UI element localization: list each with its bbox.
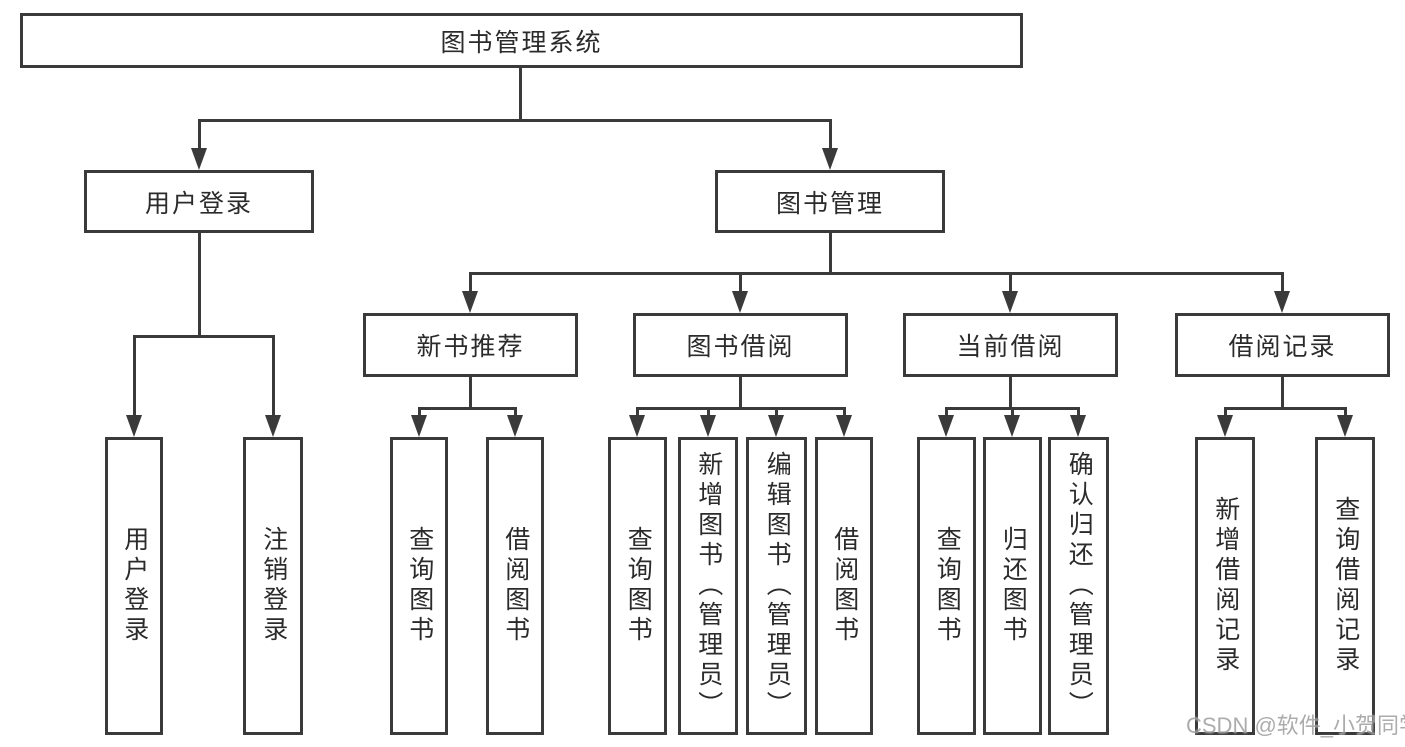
connector-vline [1009, 377, 1012, 410]
arrowhead-icon [126, 415, 142, 437]
connector-hline [1224, 407, 1347, 410]
node-leaf-add-borrow-record-label: 新增借阅记录 [1211, 496, 1240, 676]
node-leaf-add-book-admin: 新增图书（管理员） [678, 437, 738, 735]
node-leaf-recommend-borrow-book: 借阅图书 [486, 437, 544, 735]
connector-vline [829, 119, 832, 154]
arrowhead-icon [1004, 415, 1020, 437]
connector-vline [945, 407, 948, 419]
node-root: 图书管理系统 [20, 13, 1023, 68]
node-book-management: 图书管理 [715, 170, 945, 233]
connector-hline [418, 407, 517, 410]
arrowhead-icon [1217, 415, 1233, 437]
node-leaf-edit-book-admin-label: 编辑图书（管理员） [763, 451, 792, 721]
connector-vline [707, 407, 710, 419]
node-borrow-record: 借阅记录 [1175, 313, 1390, 377]
node-user-login: 用户登录 [84, 170, 314, 233]
node-leaf-borrow-book: 借阅图书 [815, 437, 873, 735]
node-new-book-recommend-label: 新书推荐 [416, 333, 525, 361]
node-leaf-logout: 注销登录 [243, 437, 303, 735]
arrowhead-icon [462, 291, 478, 313]
connector-vline [1011, 407, 1014, 419]
node-leaf-recommend-query-book: 查询图书 [390, 437, 448, 735]
csdn-watermark: CSDN @软件_小贺同学 [1186, 713, 1405, 738]
connector-hline [469, 272, 1284, 275]
arrowhead-icon [1070, 415, 1086, 437]
connector-vline [739, 377, 742, 410]
connector-vline [1224, 407, 1227, 419]
node-leaf-current-query-book-label: 查询图书 [933, 526, 962, 646]
arrowhead-icon [191, 148, 207, 170]
node-leaf-borrow-query-book: 查询图书 [608, 437, 667, 735]
node-current-borrow: 当前借阅 [903, 313, 1118, 377]
node-leaf-confirm-return-admin-label: 确认归还（管理员） [1065, 451, 1094, 721]
arrowhead-icon [265, 415, 281, 437]
connector-vline [636, 407, 639, 419]
connector-vline [519, 68, 522, 121]
node-leaf-recommend-query-book-label: 查询图书 [405, 526, 434, 646]
node-book-management-label: 图书管理 [775, 189, 884, 218]
node-leaf-user-login: 用户登录 [105, 437, 163, 735]
connector-vline [1281, 377, 1284, 410]
node-borrow-record-label: 借阅记录 [1228, 333, 1337, 361]
connector-vline [775, 407, 778, 419]
node-leaf-borrow-book-label: 借阅图书 [830, 526, 859, 646]
arrowhead-icon [768, 415, 784, 437]
arrowhead-icon [507, 415, 523, 437]
node-leaf-return-book-label: 归还图书 [999, 526, 1028, 646]
connector-vline [829, 233, 832, 274]
connector-vline [739, 272, 742, 296]
connector-vline [514, 407, 517, 419]
node-leaf-add-borrow-record: 新增借阅记录 [1195, 437, 1255, 735]
arrowhead-icon [411, 415, 427, 437]
connector-vline [1077, 407, 1080, 419]
connector-vline [198, 233, 201, 337]
node-leaf-borrow-query-book-label: 查询图书 [624, 526, 653, 646]
node-user-login-label: 用户登录 [144, 189, 253, 218]
arrowhead-icon [822, 148, 838, 170]
node-book-borrow: 图书借阅 [633, 313, 848, 377]
node-leaf-recommend-borrow-book-label: 借阅图书 [501, 526, 530, 646]
node-current-borrow-label: 当前借阅 [956, 333, 1065, 361]
node-leaf-current-query-book: 查询图书 [917, 437, 976, 735]
node-leaf-query-borrow-record: 查询借阅记录 [1315, 437, 1375, 735]
connector-vline [1009, 272, 1012, 296]
connector-hline [133, 335, 275, 338]
connector-vline [418, 407, 421, 419]
node-leaf-confirm-return-admin: 确认归还（管理员） [1048, 437, 1109, 735]
node-root-label: 图书管理系统 [440, 28, 603, 57]
connector-vline [843, 407, 846, 419]
node-leaf-query-borrow-record-label: 查询借阅记录 [1331, 496, 1360, 676]
connector-hline [636, 407, 846, 410]
arrowhead-icon [732, 291, 748, 313]
connector-vline [272, 335, 275, 421]
arrowhead-icon [629, 415, 645, 437]
arrowhead-icon [1274, 291, 1290, 313]
node-leaf-return-book: 归还图书 [983, 437, 1042, 735]
connector-vline [1344, 407, 1347, 419]
connector-vline [469, 272, 472, 296]
node-leaf-add-book-admin-label: 新增图书（管理员） [694, 451, 723, 721]
arrowhead-icon [1337, 415, 1353, 437]
arrowhead-icon [836, 415, 852, 437]
connector-vline [1281, 272, 1284, 296]
node-new-book-recommend: 新书推荐 [363, 313, 578, 377]
node-leaf-user-login-label: 用户登录 [120, 526, 149, 646]
connector-vline [133, 335, 136, 421]
connector-vline [469, 377, 472, 410]
node-leaf-edit-book-admin: 编辑图书（管理员） [746, 437, 807, 735]
arrowhead-icon [938, 415, 954, 437]
arrowhead-icon [1002, 291, 1018, 313]
node-book-borrow-label: 图书借阅 [686, 333, 795, 361]
node-leaf-logout-label: 注销登录 [259, 526, 288, 646]
connector-hline [198, 119, 832, 122]
connector-vline [198, 119, 201, 154]
arrowhead-icon [700, 415, 716, 437]
